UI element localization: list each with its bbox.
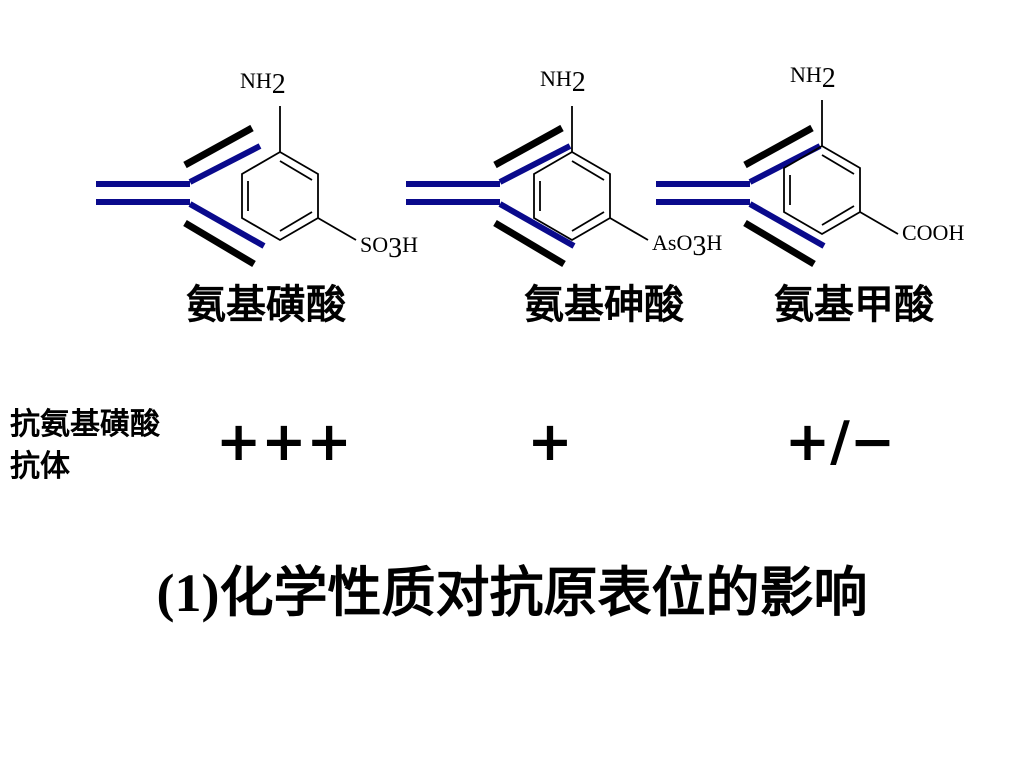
title-number: (1) bbox=[156, 563, 220, 623]
slide-title: (1)化学性质对抗原表位的影响 bbox=[0, 548, 1024, 627]
acid-group-label-3: COOH bbox=[902, 220, 964, 245]
amine-label-1: NH2 bbox=[240, 68, 286, 100]
amine-label-3: NH2 bbox=[790, 62, 836, 94]
structure-diagram: NH2 SO3H NH2 AsO3H bbox=[96, 62, 964, 268]
reactivity-2: + bbox=[527, 410, 573, 473]
molecule-name-2: 氨基砷酸 bbox=[524, 282, 684, 328]
reactivity-1: +++ bbox=[216, 410, 352, 473]
antibody-2-arm-up-blue bbox=[498, 143, 572, 185]
molecule-name-3: 氨基甲酸 bbox=[774, 282, 934, 328]
antibody-3-arm-down-blue bbox=[748, 201, 826, 249]
antibody-2-arm-up-black bbox=[493, 124, 564, 169]
acid-group-label-2: AsO3H bbox=[652, 230, 722, 262]
title-text: 化学性质对抗原表位的影响 bbox=[219, 561, 868, 624]
antibody-1-arm-up-blue bbox=[188, 143, 262, 185]
antibody-3-arm-up-blue bbox=[748, 143, 822, 185]
antibody-2 bbox=[406, 124, 576, 268]
antibody-row-label: 抗氨基磺酸抗体 bbox=[10, 407, 160, 484]
antibody-1-arm-down-black bbox=[183, 219, 256, 268]
antibody-1-arm-down-blue bbox=[188, 201, 266, 249]
acid-group-label-1: SO3H bbox=[360, 232, 418, 264]
antibody-3-arm-up-black bbox=[743, 124, 814, 169]
antibody-2-arm-down-black bbox=[493, 219, 566, 268]
antibody-1-arm-up-black bbox=[183, 124, 254, 169]
benzene-ring-3 bbox=[783, 100, 899, 236]
antibody-3-arm-down-black bbox=[743, 219, 816, 268]
benzene-ring-1 bbox=[241, 106, 357, 242]
benzene-ring-2 bbox=[533, 106, 649, 242]
molecule-name-1: 氨基磺酸 bbox=[186, 282, 346, 328]
antibody-3 bbox=[656, 124, 826, 268]
antibody-1 bbox=[96, 124, 266, 268]
reactivity-3: +/− bbox=[784, 410, 896, 473]
antibody-2-arm-down-blue bbox=[498, 201, 576, 249]
amine-label-2: NH2 bbox=[540, 66, 586, 98]
